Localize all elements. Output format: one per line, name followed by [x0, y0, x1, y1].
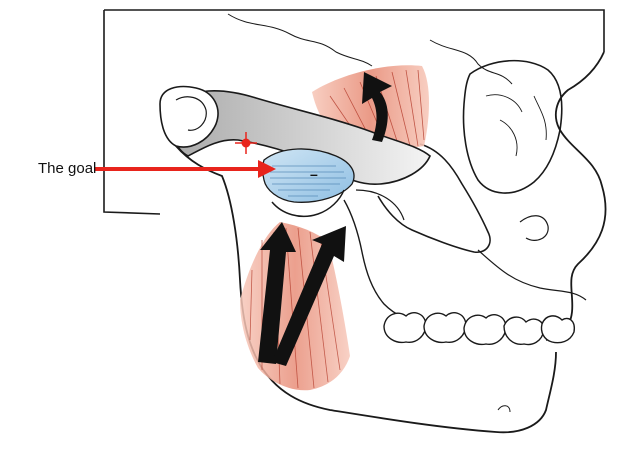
teeth — [384, 313, 574, 345]
mandible-notch — [344, 200, 426, 324]
coronoid-process — [356, 190, 404, 220]
goal-label: The goal — [38, 160, 96, 177]
skull-face-outline — [546, 52, 606, 340]
maxilla-line — [478, 250, 586, 300]
mental-foramen — [498, 406, 510, 412]
disc-minus-sign: – — [310, 166, 318, 182]
mandible-outline — [176, 146, 556, 432]
cranial-suture — [228, 14, 372, 66]
orbit — [464, 61, 562, 193]
nasal-area — [520, 216, 548, 241]
orbit-detail — [486, 95, 546, 156]
